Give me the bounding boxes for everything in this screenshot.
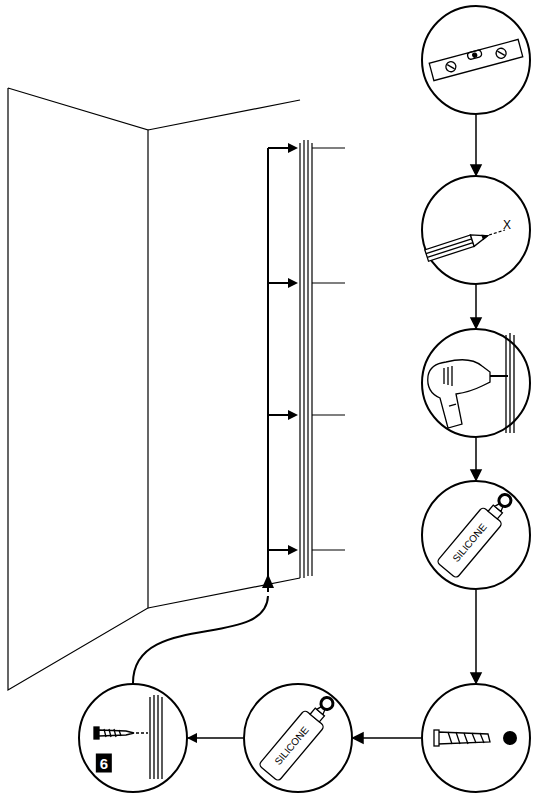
marking-step: X <box>421 175 531 285</box>
level-step <box>422 6 530 114</box>
dowel-step <box>422 684 530 792</box>
screw-step: 6 <box>78 683 188 793</box>
mark-letter: X <box>503 219 511 231</box>
step-icon <box>421 175 531 285</box>
silicone-step: SILICONE <box>421 480 531 590</box>
shower-walls <box>8 88 300 690</box>
fixing-arrows <box>133 143 298 683</box>
step-arrow <box>188 737 243 739</box>
drill-step <box>422 329 530 437</box>
step-icon <box>78 683 188 793</box>
wall-profile <box>300 140 345 578</box>
callout-number: 6 <box>96 754 112 773</box>
silicone-step: SILICONE <box>243 683 353 793</box>
